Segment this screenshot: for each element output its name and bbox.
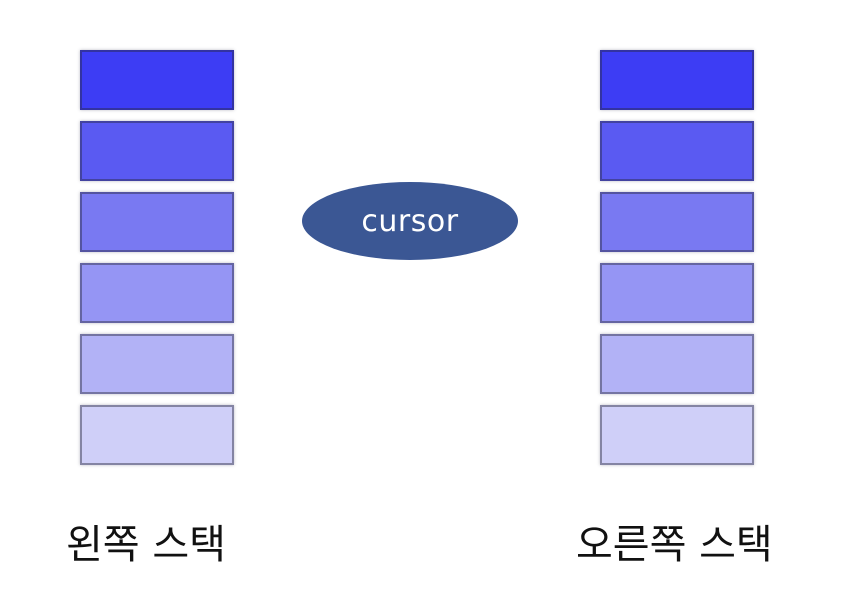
right-stack (600, 50, 754, 476)
left-stack-block (80, 192, 234, 252)
cursor-oval: cursor (302, 182, 518, 260)
right-stack-block (600, 263, 754, 323)
left-stack (80, 50, 234, 476)
left-stack-label: 왼쪽 스택 (66, 522, 226, 568)
right-stack-block (600, 334, 754, 394)
right-stack-label: 오른쪽 스택 (576, 522, 773, 568)
left-stack-block (80, 121, 234, 181)
left-stack-block (80, 50, 234, 110)
left-stack-block (80, 334, 234, 394)
right-stack-block (600, 192, 754, 252)
left-stack-block (80, 405, 234, 465)
right-stack-block (600, 405, 754, 465)
right-stack-block (600, 50, 754, 110)
cursor-label: cursor (361, 203, 459, 239)
left-stack-block (80, 263, 234, 323)
right-stack-block (600, 121, 754, 181)
